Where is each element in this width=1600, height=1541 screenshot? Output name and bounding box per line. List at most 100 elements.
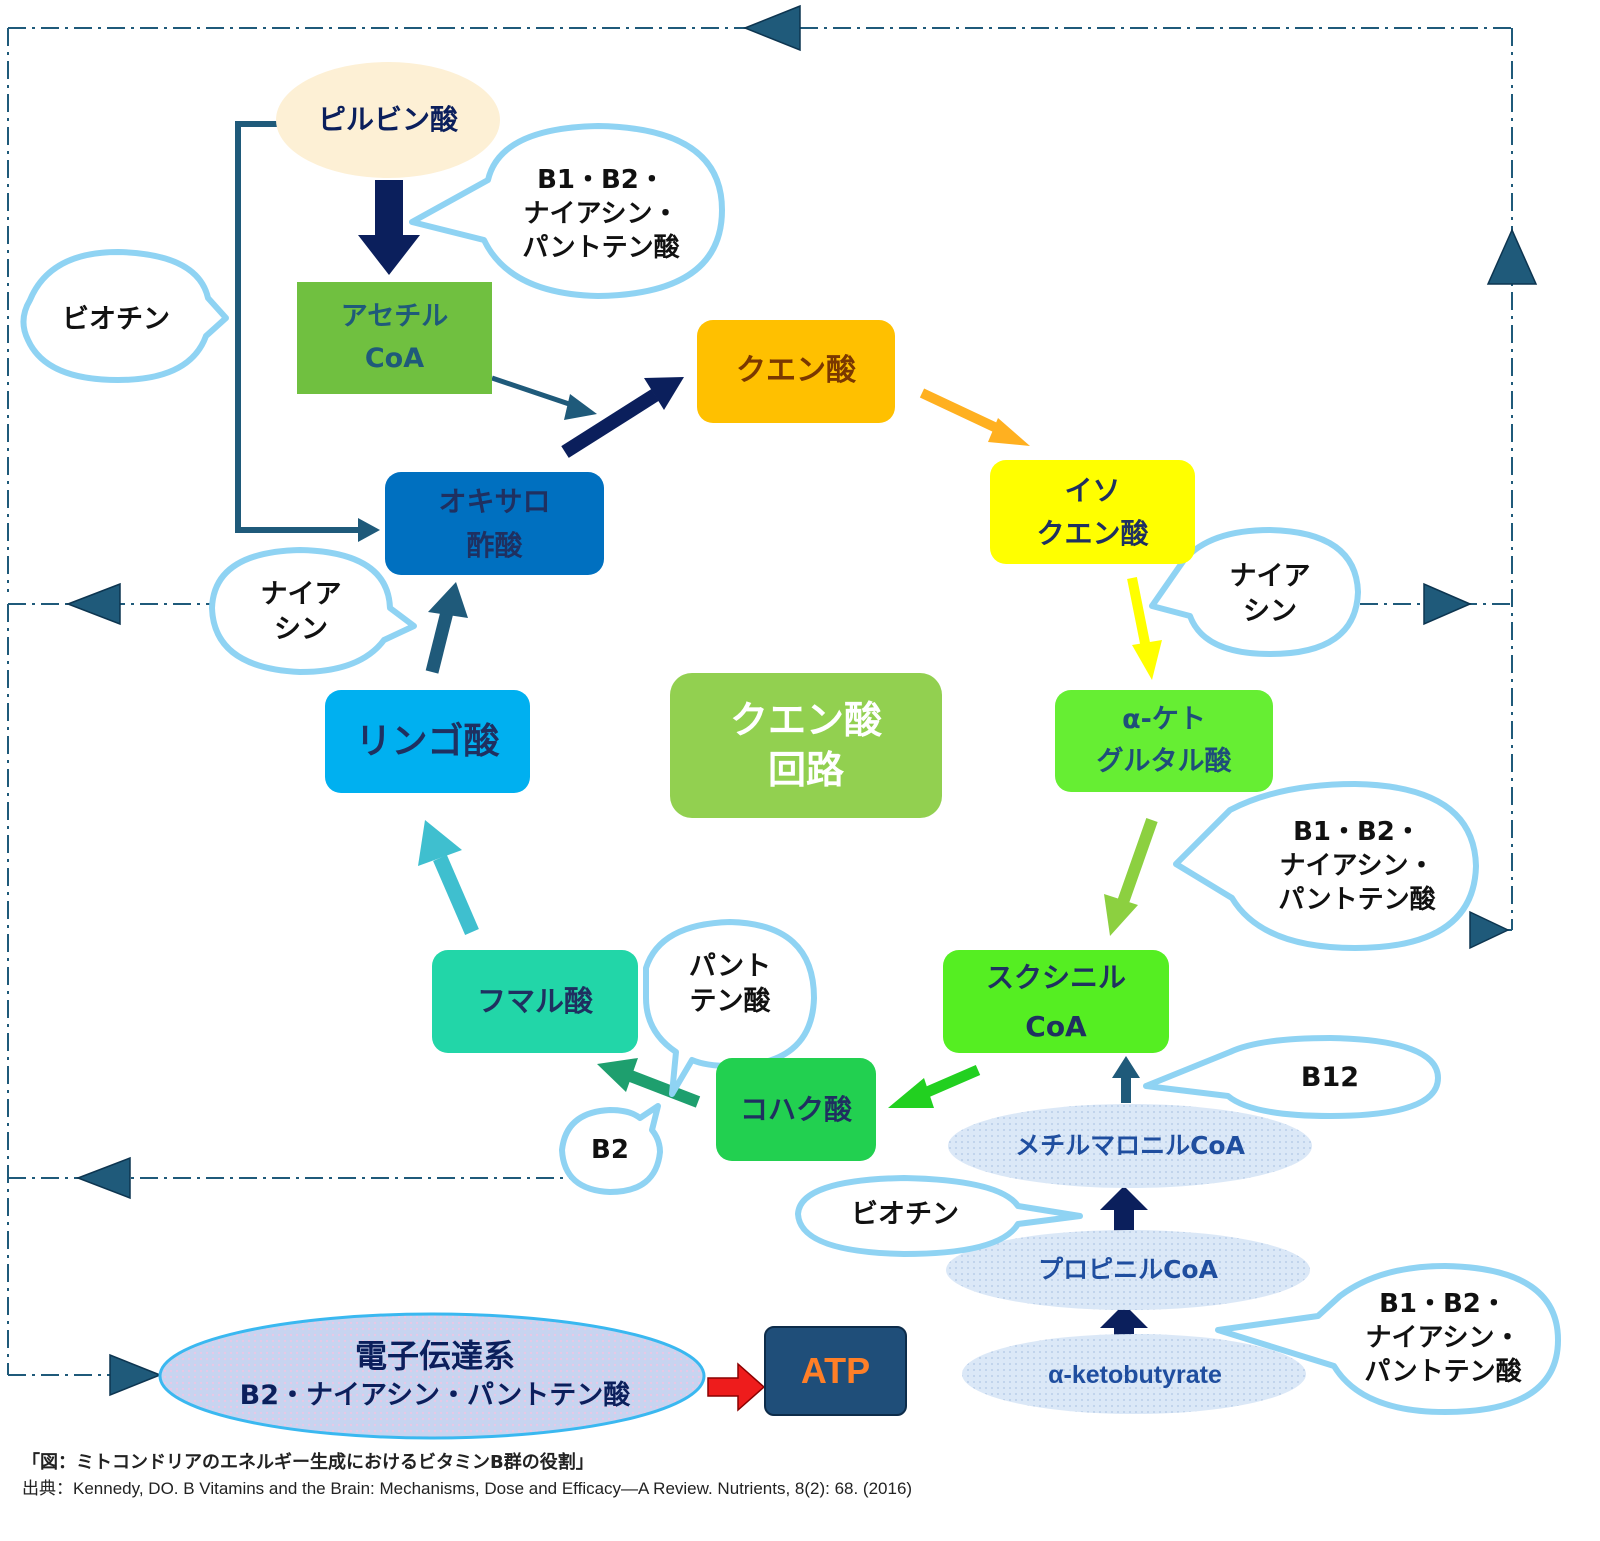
fumarate-to-malate-head [418,820,462,866]
oxaloacetate-line1: オキサロ [438,485,551,519]
bubble-pyruvate-step-text: B1・B2・ ナイアシン・ パントテン酸 [492,150,710,280]
cycle-center-line2: 回路 [767,747,844,792]
cycle-center-box: クエン酸 回路 [670,673,942,818]
fumarate-box: フマル酸 [432,950,638,1053]
bubble-biotin-propionyl [795,1175,1083,1257]
ketobutyrate-oval [962,1334,1306,1414]
etc-line1: 電子伝達系 [354,1337,515,1376]
vit-line: ナイア [1229,560,1311,592]
speech-bubbles [20,123,1561,1415]
vit-line: B1・B2・ [1379,1289,1507,1320]
acetyl-to-cycle-head [564,394,597,420]
acetyl-coa-label: アセチル CoA [297,282,492,394]
vit-line: ナイアシン・ [523,199,679,230]
figure-caption-title: 「図：ミトコンドリアのエネルギー生成におけるビタミンB群の役割」 [22,1448,594,1474]
vit-line: パントテン酸 [522,232,680,263]
acetyl-coa-line1: アセチル [340,301,449,333]
vit-line: B12 [1300,1062,1360,1094]
bubble-niacin-malate-text: ナイア シン [230,570,372,654]
propionyl-coa-label: プロピニルCoA [960,1245,1296,1295]
caption-title-text: 「図：ミトコンドリアのエネルギー生成におけるビタミンB群の役割」 [22,1452,594,1473]
vit-line: パントテン酸 [1278,884,1436,915]
bubble-b12-text: B12 [1260,1056,1400,1100]
fumarate-to-malate-line [433,855,479,935]
methylmalonyl-oval [948,1104,1312,1188]
succinyl-to-succinate-head [888,1078,934,1108]
succinate-to-fumarate-head [597,1058,638,1092]
isocitrate-line2: クエン酸 [1036,517,1149,550]
arrowhead-akg-right [1469,910,1510,950]
oxaloacetate-to-citrate-head [644,377,684,410]
bubble-ketobutyrate-step-text: B1・B2・ ナイアシン・ パントテン酸 [1334,1274,1552,1404]
arrowhead-mid-right [1423,582,1472,626]
bubble-niacin-malate [209,547,417,675]
cycle-center-line1: クエン酸 [729,698,882,743]
isocitrate-box: イソ クエン酸 [990,460,1195,564]
vit-line: シン [274,614,328,645]
succinate-box: コハク酸 [716,1058,876,1161]
akg-to-succinyl-line [1116,818,1158,907]
methylmalonyl-to-succinyl-head [1112,1056,1140,1078]
pyruvate-to-oxaloacetate-head [358,518,380,542]
succinyl-coa-line1: スクシニル [985,960,1126,994]
methylmalonyl-coa-text: メチルマロニルCoA [1015,1130,1245,1160]
vit-line: ビオチン [851,1199,959,1231]
succinate-to-fumarate-line [625,1069,701,1108]
arrowhead-right-up [1486,228,1538,285]
figure-caption-source: 出典：Kennedy, DO. B Vitamins and the Brain… [22,1474,912,1499]
succinyl-coa-box: スクシニル CoA [943,950,1169,1053]
vit-line: B1・B2・ [537,165,665,196]
vit-line: ナイアシン・ [1365,1323,1521,1354]
vit-line: パントテン酸 [1364,1356,1522,1387]
bubble-biotin-propionyl-text: ビオチン [820,1192,990,1238]
oxaloacetate-to-citrate-line [561,389,659,458]
bubble-niacin-isocitrate [1149,527,1361,657]
pyruvate-text: ピルビン酸 [317,103,458,137]
malate-box: リンゴ酸 [325,690,530,793]
vit-line: ナイア [260,578,342,610]
vit-line: ナイアシン・ [1279,851,1435,882]
citrate-box: クエン酸 [697,320,895,423]
atp-text: ATP [800,1350,871,1392]
etc-oval [158,1312,706,1440]
etc-line2: B2・ナイアシン・パントテン酸 [239,1380,631,1412]
arrowhead-lower-left [75,1156,131,1200]
arrowhead-etc [109,1353,163,1397]
bubble-pantothenic [643,919,817,1097]
bubble-akg-step-text: B1・B2・ ナイアシン・ パントテン酸 [1248,802,1466,932]
methylmalonyl-to-succinyl-shaft [1121,1076,1131,1103]
vit-line: ビオチン [62,304,170,336]
arrowhead-top-left [742,4,801,52]
ketobutyrate-to-propionyl-arrow [1100,1304,1148,1350]
loop-arrowheads [65,4,1538,1397]
bubble-niacin-isocitrate-text: ナイア シン [1200,552,1340,636]
isocitrate-line1: イソ [1064,473,1121,507]
fumarate-text: フマル酸 [476,984,593,1019]
propionyl-oval [946,1230,1310,1310]
arrowhead-mid-left [65,582,121,626]
bubble-b12 [1143,1035,1441,1119]
succinate-text: コハク酸 [739,1092,852,1126]
methylmalonyl-coa-label: メチルマロニルCoA [960,1120,1300,1172]
malate-to-oxaloacetate-head [428,582,468,618]
bubble-b2-text: B2 [570,1128,650,1174]
citrate-to-isocitrate-head [988,418,1030,446]
caption-source-text: 出典：Kennedy, DO. B Vitamins and the Brain… [22,1479,913,1498]
atp-box: ATP [764,1326,907,1416]
citrate-to-isocitrate-line [919,388,1008,437]
a-ketoglutarate-box: α-ケト グルタル酸 [1055,690,1273,792]
propionyl-coa-text: プロピニルCoA [1038,1254,1218,1284]
a-ketoglutarate-line2: グルタル酸 [1096,746,1232,777]
malate-to-oxaloacetate-line [425,606,455,674]
pyruvate-to-oxaloacetate-line [235,121,365,533]
vit-line: テン酸 [689,986,771,1017]
bubble-pantothenic-text: パント テン酸 [660,942,800,1026]
acetyl-coa-box [297,282,492,394]
vit-line: シン [1243,596,1297,627]
bubble-ketobutyrate-step [1215,1263,1561,1415]
ketobutyrate-label: α-ketobutyrate [970,1350,1300,1400]
oxaloacetate-line2: 酢酸 [466,528,523,562]
acetyl-coa-line2: CoA [364,343,425,374]
etc-label: 電子伝達系 B2・ナイアシン・パントテン酸 [180,1320,690,1430]
